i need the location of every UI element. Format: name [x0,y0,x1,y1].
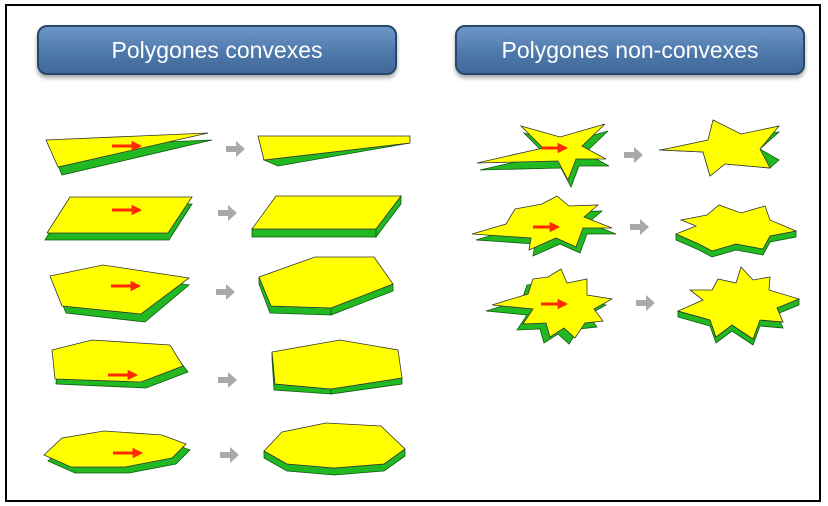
nonconvex-star9-after [676,266,801,346]
convex-octagon-after [263,422,406,476]
convex-triangle-after [257,135,411,167]
convex-header-label: Polygones convexes [111,36,323,63]
transform-arrow-icon [216,284,235,300]
nonconvex-star5-after [658,119,781,177]
convex-hexagon-after [271,339,403,395]
transform-arrow-icon [226,141,245,157]
convex-pentagon-after [258,256,394,316]
convex-pentagon-before [49,264,191,323]
convex-header: Polygones convexes [37,25,397,75]
convex-hexagon-before [51,339,189,389]
convex-triangle-before [45,132,213,176]
transform-arrow-icon [630,219,649,235]
nonconvex-star5-before [476,123,610,188]
nonconvex-star9-before [485,268,614,345]
convex-parallelogram-after [251,194,402,239]
convex-parallelogram-before [44,196,193,241]
nonconvex-header-label: Polygones non-convexes [501,36,759,63]
transform-arrow-icon [218,372,237,388]
diagram-frame [5,4,821,502]
transform-arrow-icon [624,147,643,163]
nonconvex-header: Polygones non-convexes [455,25,805,75]
convex-octagon-before [43,430,191,474]
nonconvex-star6-after [674,204,798,258]
transform-arrow-icon [218,205,237,221]
transform-arrow-icon [220,447,239,463]
transform-arrow-icon [636,295,655,311]
nonconvex-star6-before [471,195,617,257]
